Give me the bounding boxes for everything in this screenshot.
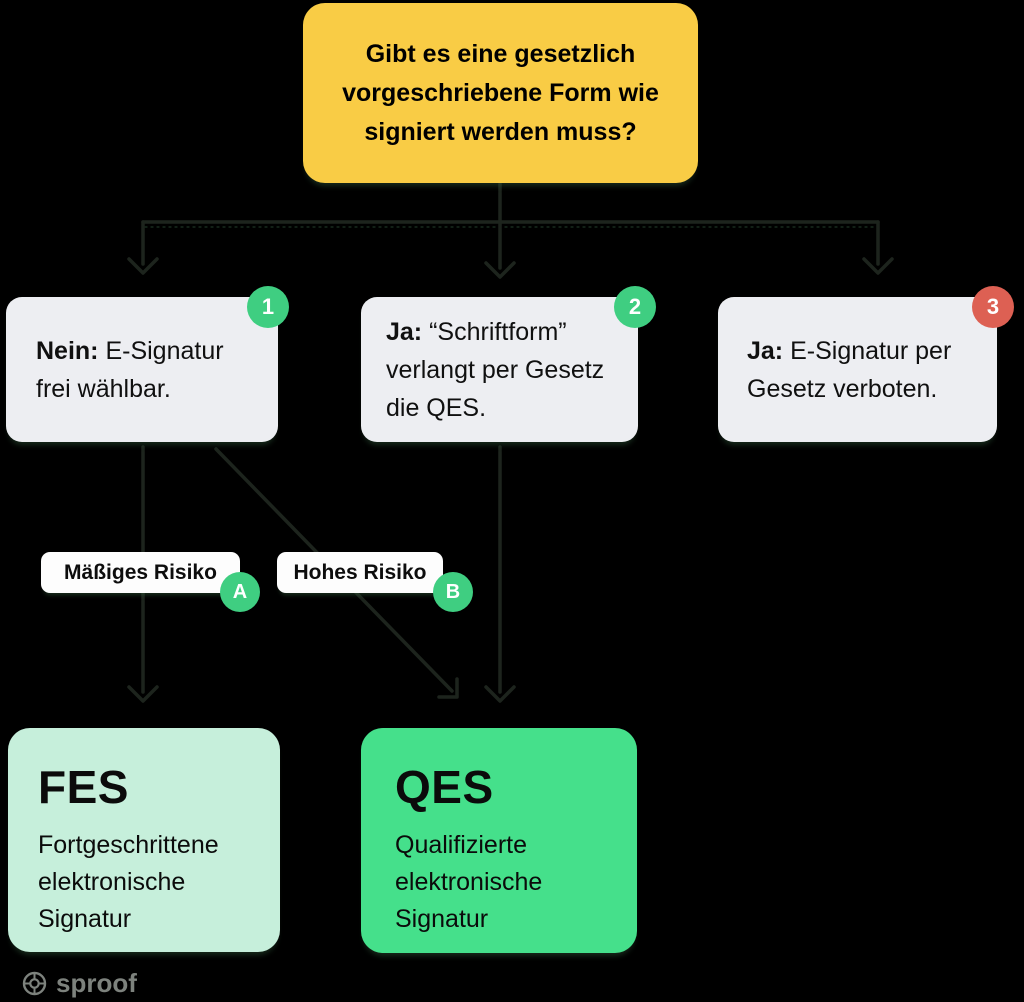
option-body: “Schriftform” verlangt per Gesetz die QE… <box>386 317 605 422</box>
brand-logo: sproof <box>22 968 137 999</box>
option-prefix: Ja: <box>747 336 784 365</box>
option-box-written-form-qes: Ja: “Schriftform” verlangt per Gesetz di… <box>361 297 638 442</box>
option-text: Nein: E-Signatur frei wählbar. <box>36 332 224 408</box>
option-2-number-badge: 2 <box>614 286 656 328</box>
option-text: Ja: E-Signatur per Gesetz verboten. <box>747 332 951 408</box>
option-box-no-free-choice: Nein: E-Signatur frei wählbar. <box>6 297 278 442</box>
outcome-description: Fortgeschrittene elektronische Signatur <box>38 831 219 933</box>
option-box-signature-forbidden: Ja: E-Signatur per Gesetz verboten. <box>718 297 997 442</box>
option-text: Ja: “Schriftform” verlangt per Gesetz di… <box>386 313 604 427</box>
option-1-number-badge: 1 <box>247 286 289 328</box>
outcome-abbr: QES <box>395 761 494 813</box>
option-prefix: Ja: <box>386 317 423 346</box>
risk-label-high: Hohes Risiko <box>277 552 443 593</box>
option-body: E-Signatur per Gesetz verboten. <box>747 336 952 403</box>
root-question-box: Gibt es eine gesetzlich vorgeschriebene … <box>303 3 698 183</box>
brand-name: sproof <box>56 968 137 998</box>
option-body: E-Signatur frei wählbar. <box>36 336 224 403</box>
risk-a-letter-badge: A <box>220 572 260 612</box>
outcome-abbr: FES <box>38 761 129 813</box>
outcome-description: Qualifizierte elektronische Signatur <box>395 831 543 933</box>
risk-label-moderate: Mäßiges Risiko <box>41 552 240 593</box>
outcome-box-qes: QES Qualifizierte elektronische Signatur <box>361 728 637 953</box>
option-prefix: Nein: <box>36 336 99 365</box>
option-3-number-badge: 3 <box>972 286 1014 328</box>
risk-b-letter-badge: B <box>433 572 473 612</box>
sproof-circle-icon <box>22 971 47 996</box>
outcome-box-fes: FES Fortgeschrittene elektronische Signa… <box>8 728 280 952</box>
